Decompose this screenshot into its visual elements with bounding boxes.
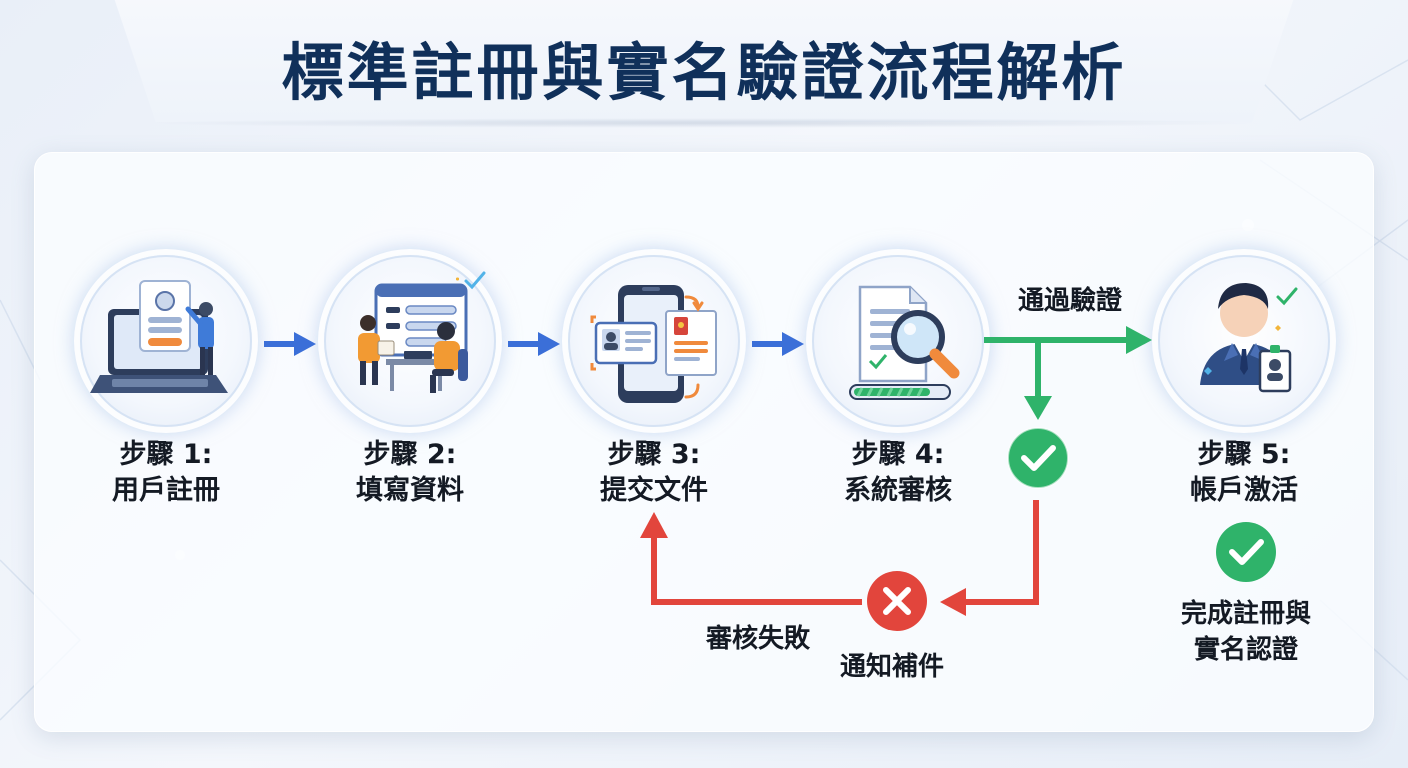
step-2-label: 步驟 2: 填寫資料 [310,437,510,509]
step-3-number: 步驟 3: [607,439,701,470]
arrow-step-3-to-4 [752,332,804,356]
phone-document-icon [590,285,717,403]
complete-check-icon [1216,522,1276,582]
complete-label: 完成註冊與 實名認證 [1146,596,1346,668]
step-1-number: 步驟 1: [119,439,213,470]
step-5-label: 步驟 5: 帳戶激活 [1144,437,1344,509]
pass-label: 通過驗證 [1018,286,1123,316]
step-1-label: 步驟 1: 用戶註冊 [66,437,266,509]
complete-label-line-1: 完成註冊與 [1180,599,1311,629]
title-banner [108,0,1300,122]
step-2-number: 步驟 2: [363,439,457,470]
laptop-register-icon [90,280,228,393]
arrow-step-2-to-3 [508,332,560,356]
step-1-name: 用戶註冊 [112,475,220,506]
step-2-name: 填寫資料 [356,475,464,506]
notify-label: 通知補件 [840,652,945,682]
fail-x-icon [867,571,927,631]
fail-label: 審核失敗 [706,624,811,654]
fail-loop-arrow [640,500,1039,616]
arrow-step-1-to-2 [264,332,316,356]
complete-label-line-2: 實名認證 [1193,635,1298,665]
step-4-name: 系統審核 [844,475,952,506]
step-3-label: 步驟 3: 提交文件 [554,437,754,509]
pass-check-icon [1007,427,1069,489]
step-5-icon-circle [1158,255,1330,427]
step-5-name: 帳戶激活 [1190,475,1298,506]
step-4-icon-circle [812,255,984,427]
pass-arrow [984,326,1152,420]
step-4-number: 步驟 4: [851,439,945,470]
step-3-icon-circle [568,255,740,427]
step-1-icon-circle [80,255,252,427]
flow-panel [34,152,1374,732]
page-title: 標準註冊與實名驗證流程解析 [281,36,1127,109]
verified-user-icon [1200,283,1298,393]
magnifier-review-icon [849,285,960,400]
step-3-name: 提交文件 [600,475,708,506]
step-5-number: 步驟 5: [1197,439,1291,470]
form-fill-icon [358,271,486,393]
title-banner-shadow [140,118,1268,128]
step-4-label: 步驟 4: 系統審核 [798,437,998,509]
step-2-icon-circle [324,255,496,427]
